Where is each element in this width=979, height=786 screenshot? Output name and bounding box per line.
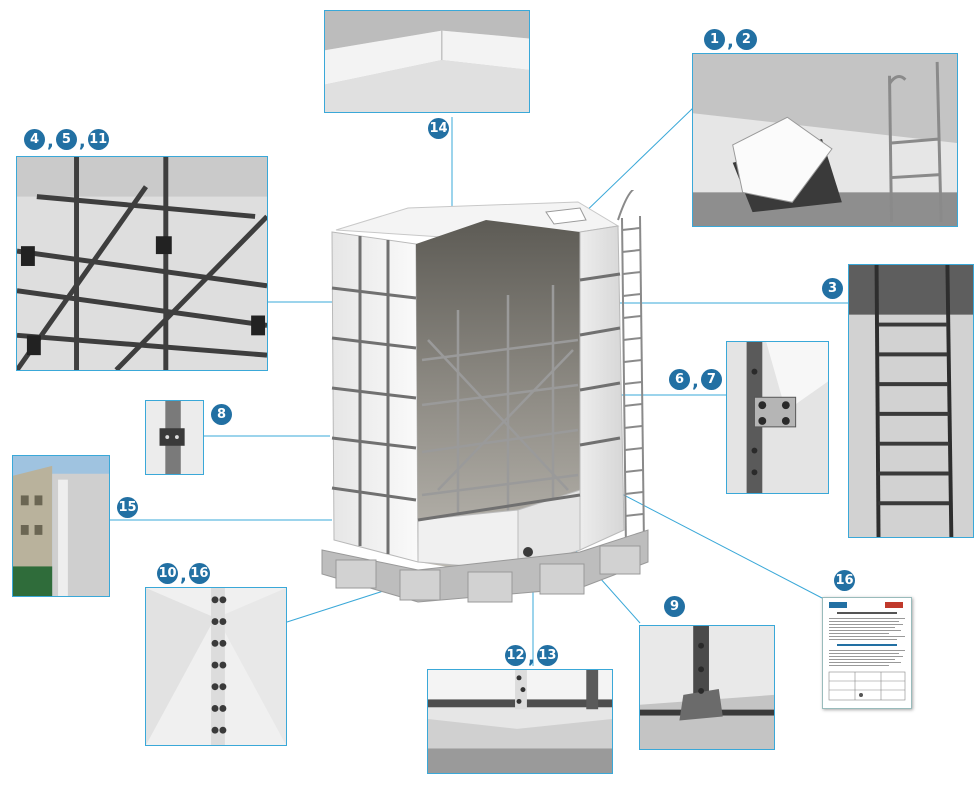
callout-badge-1: 1 — [704, 29, 725, 50]
callout-badge-13: 13 — [536, 645, 558, 666]
callout-badge-8: 8 — [211, 404, 232, 425]
callout-badge-6: 6 — [669, 369, 690, 390]
callout-label-3: 3 — [822, 278, 843, 299]
callout-label-14: 14 — [428, 118, 449, 139]
callout-badge-10: 10 — [157, 563, 178, 584]
callout-badge-2: 2 — [735, 29, 757, 50]
photo-roof-corner — [324, 10, 530, 113]
photo-installed-tank — [12, 455, 110, 597]
photo-base-corner — [427, 669, 613, 774]
callout-label-6-7: 6,7 — [669, 367, 722, 392]
callout-badge-14: 14 — [428, 118, 449, 139]
photo-panel-seam — [145, 587, 287, 746]
callout-label-12-13: 12,13 — [505, 645, 558, 668]
callout-badge-7: 7 — [700, 369, 722, 390]
photo-ladder — [848, 264, 974, 538]
callout-label-8: 8 — [211, 404, 232, 425]
callout-badge-15: 15 — [117, 497, 138, 518]
callout-badge-16: 16 — [834, 570, 855, 591]
photo-base-bolt — [639, 625, 775, 750]
water-tank-illustration — [321, 190, 649, 603]
leader-1-2 — [576, 107, 694, 221]
callout-badge-3: 3 — [822, 278, 843, 299]
callout-label-15: 15 — [117, 497, 138, 518]
callout-label-9: 9 — [664, 596, 685, 617]
callout-badge-4: 4 — [24, 129, 45, 150]
callout-badge-9: 9 — [664, 596, 685, 617]
photo-external-bracket — [145, 400, 204, 475]
callout-label-1-2: 1,2 — [704, 27, 757, 52]
photo-internal-bracing — [16, 156, 268, 371]
callout-label-4-5-11: 4,5,11 — [24, 127, 109, 152]
maintenance-certificate-sheet — [822, 597, 912, 709]
photo-bolt-bracket — [726, 341, 829, 494]
callout-badge-5: 5 — [55, 129, 77, 150]
photo-roof-hatch — [692, 53, 958, 227]
callout-badge-11: 11 — [87, 129, 109, 150]
callout-badge-12: 12 — [505, 645, 526, 666]
callout-label-10-16: 10,16 — [157, 563, 210, 586]
callout-badge-16a: 16 — [188, 563, 210, 584]
callout-label-16: 16 — [834, 570, 855, 591]
